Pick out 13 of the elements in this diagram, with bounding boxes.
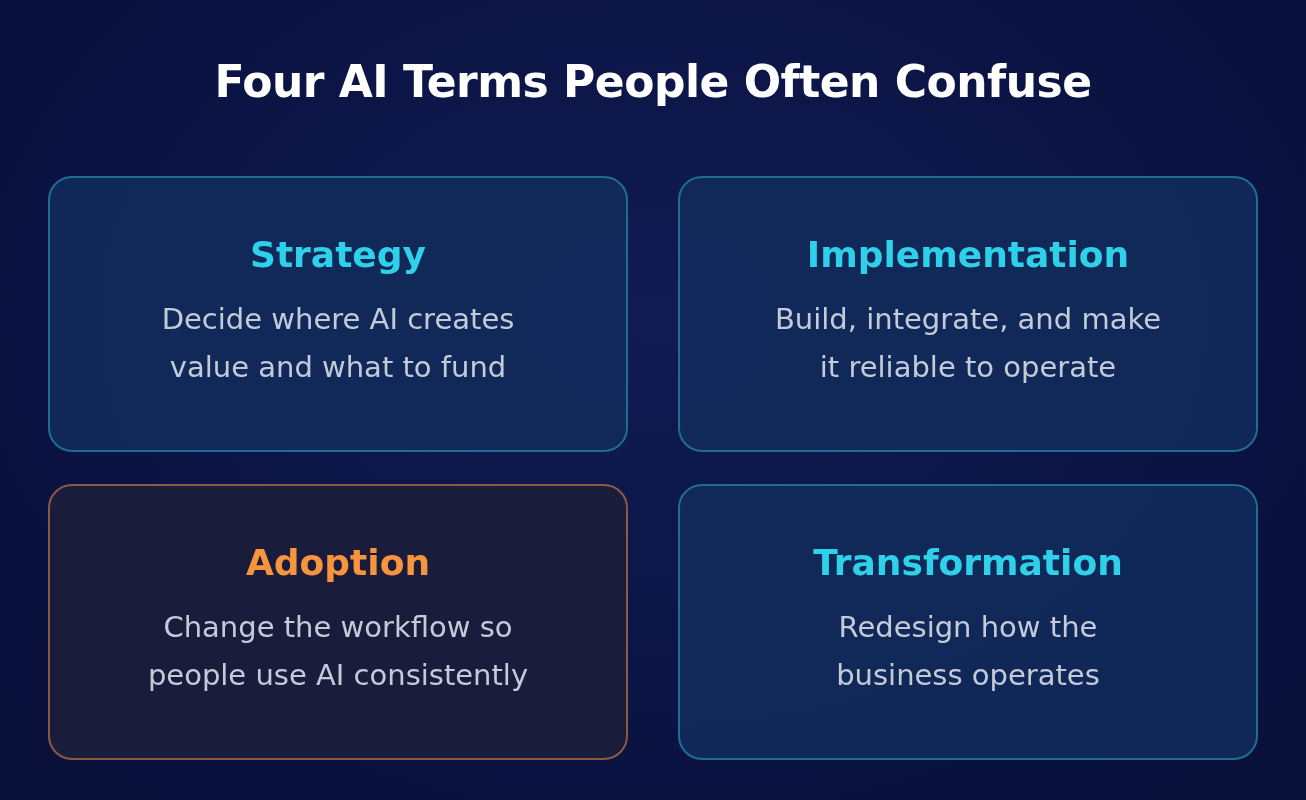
card-description: Decide where AI creates value and what to fund (160, 301, 516, 386)
card-description: Build, integrate, and make it reliable to operate (773, 301, 1162, 386)
card-description: Redesign how the business operates (835, 609, 1101, 694)
card-description: Change the workflow so people use AI consistently (146, 609, 530, 694)
card-heading: Strategy (249, 234, 426, 275)
title: Four AI Terms People Often Confuse (213, 56, 1093, 107)
term-card (48, 176, 628, 452)
term-card (48, 484, 628, 760)
card-heading: Implementation (806, 234, 1130, 275)
term-card (678, 484, 1258, 760)
card-heading: Transformation (813, 542, 1123, 583)
card-heading: Adoption (245, 542, 430, 583)
term-card (678, 176, 1258, 452)
